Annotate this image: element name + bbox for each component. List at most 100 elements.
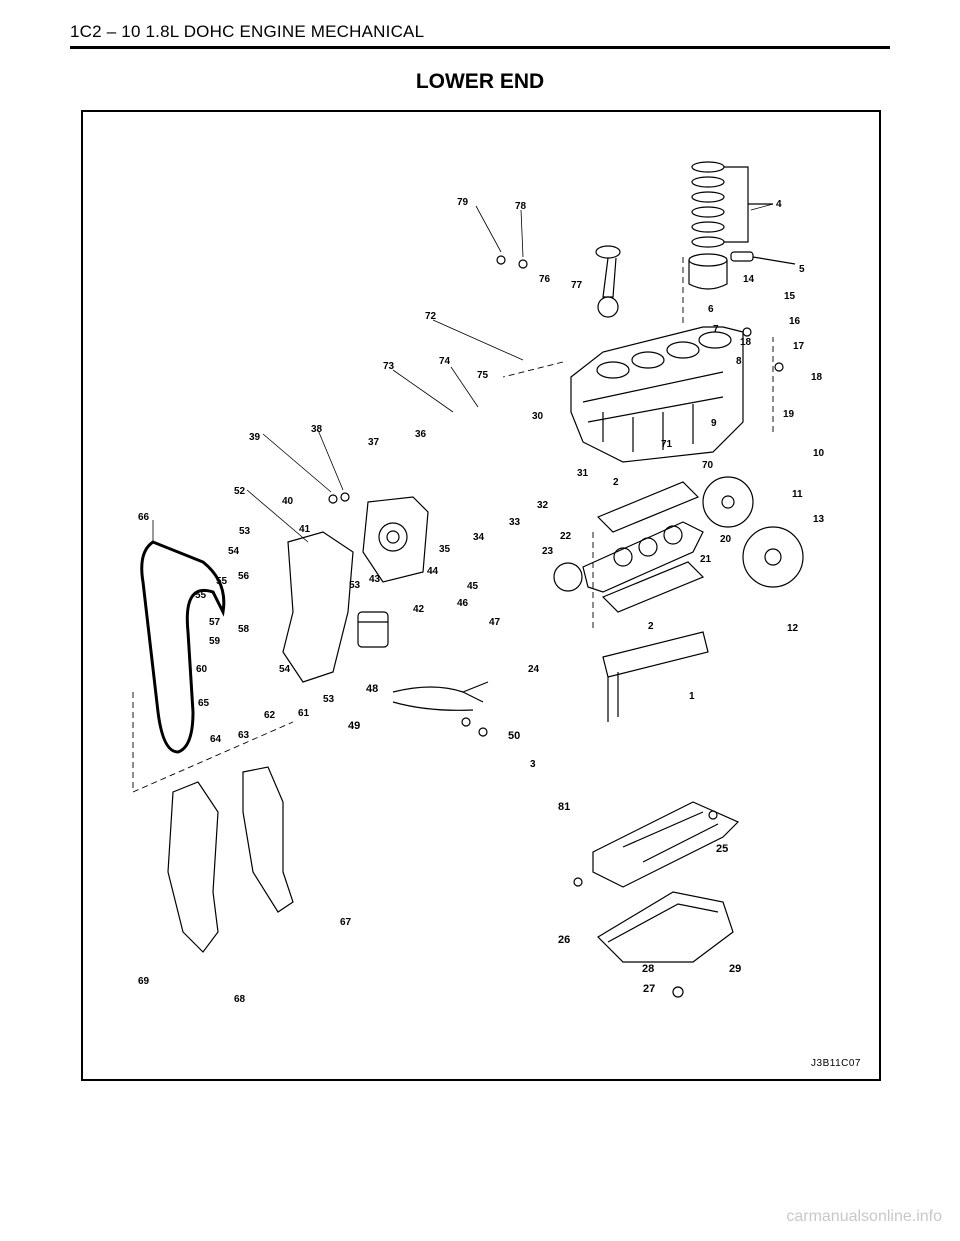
callout-label: 64 xyxy=(210,734,222,745)
timing-cover-illustration xyxy=(282,531,354,683)
callout-label: 58 xyxy=(238,624,250,635)
callout-label: 71 xyxy=(661,439,673,450)
bearing-shells-illustration xyxy=(596,481,705,613)
piston-illustration xyxy=(688,251,796,290)
callout-label: 81 xyxy=(558,801,570,813)
callout-label: 55 xyxy=(195,590,207,601)
callout-label: 28 xyxy=(642,963,654,975)
callout-label: 68 xyxy=(234,994,246,1005)
header-title: 1C2 – 10 1.8L DOHC ENGINE MECHANICAL xyxy=(70,22,425,41)
leader-lines xyxy=(152,203,774,543)
callout-label: 42 xyxy=(413,604,425,615)
callout-label: 50 xyxy=(508,730,520,742)
oil-pickup-tube-illustration xyxy=(392,681,489,711)
callout-label: 63 xyxy=(238,730,250,741)
figure-code: J3B11C07 xyxy=(811,1058,861,1069)
callout-label: 23 xyxy=(542,546,554,557)
callout-label: 5 xyxy=(799,264,805,275)
callout-label: 30 xyxy=(532,411,544,422)
callout-label: 35 xyxy=(439,544,451,555)
callout-label: 8 xyxy=(736,356,742,367)
callout-label: 13 xyxy=(813,514,825,525)
engine-block-illustration xyxy=(570,326,744,463)
callout-label: 1 xyxy=(689,691,695,702)
callout-label: 72 xyxy=(425,311,437,322)
callout-label: 54 xyxy=(279,664,291,675)
oil-pump-housing-illustration xyxy=(362,496,429,583)
callout-label: 61 xyxy=(298,708,310,719)
callout-label: 2 xyxy=(613,477,619,488)
callout-label: 18 xyxy=(740,337,752,348)
callout-label: 70 xyxy=(702,460,714,471)
callout-label: 43 xyxy=(369,574,381,585)
callout-label: 27 xyxy=(643,983,655,995)
callout-label: 73 xyxy=(383,361,395,372)
callout-label: 45 xyxy=(467,581,479,592)
callout-label: 62 xyxy=(264,710,276,721)
callout-label: 15 xyxy=(784,291,796,302)
callout-label: 74 xyxy=(439,356,451,367)
callout-label: 12 xyxy=(787,623,799,634)
callout-label: 21 xyxy=(700,554,712,565)
oil-filter-illustration xyxy=(357,611,389,648)
callout-label: 38 xyxy=(311,424,323,435)
callout-labels: 79 78 76 77 4 5 6 14 15 16 17 18 18 19 7… xyxy=(138,197,825,1005)
callout-label: 54 xyxy=(228,546,240,557)
callout-label: 11 xyxy=(792,489,803,500)
oil-pan-baffle-illustration xyxy=(592,801,740,888)
callout-label: 22 xyxy=(560,531,572,542)
callout-label: 36 xyxy=(415,429,427,440)
flywheel-illustration xyxy=(702,476,804,588)
diagram-frame: 79 78 76 77 4 5 6 14 15 16 17 18 18 19 7… xyxy=(81,110,881,1081)
callout-label: 55 xyxy=(216,576,228,587)
callout-label: 16 xyxy=(789,316,801,327)
callout-label: 18 xyxy=(811,372,823,383)
connecting-rod-illustration xyxy=(595,245,621,318)
callout-label: 34 xyxy=(473,532,485,543)
callout-label: 4 xyxy=(776,199,782,210)
timing-belt-illustration xyxy=(140,540,226,754)
callout-label: 31 xyxy=(577,468,589,479)
callout-label: 44 xyxy=(427,566,439,577)
callout-label: 40 xyxy=(282,496,294,507)
callout-label: 56 xyxy=(238,571,250,582)
callout-label: 52 xyxy=(234,486,246,497)
reference-lines xyxy=(132,257,774,793)
callout-label: 2 xyxy=(648,621,654,632)
page-header: 1C2 – 10 1.8L DOHC ENGINE MECHANICAL xyxy=(70,18,890,49)
callout-label: 37 xyxy=(368,437,380,448)
callout-label: 78 xyxy=(515,201,527,212)
callout-label: 10 xyxy=(813,448,825,459)
callout-label: 66 xyxy=(138,512,150,523)
callout-label: 26 xyxy=(558,934,570,946)
callout-label: 60 xyxy=(196,664,208,675)
callout-label: 47 xyxy=(489,617,501,628)
crankshaft-illustration xyxy=(553,521,704,593)
callout-label: 79 xyxy=(457,197,469,208)
callout-label: 69 xyxy=(138,976,150,987)
callout-label: 65 xyxy=(198,698,210,709)
section-title: LOWER END xyxy=(415,70,545,93)
front-timing-cover-illustration xyxy=(167,766,294,953)
callout-label: 7 xyxy=(713,324,719,335)
callout-label: 59 xyxy=(209,636,221,647)
callout-label: 6 xyxy=(708,304,714,315)
bearing-caps-illustration xyxy=(602,631,709,722)
callout-label: 49 xyxy=(348,720,360,732)
callout-label: 46 xyxy=(457,598,469,609)
callout-label: 3 xyxy=(530,759,536,770)
oil-pan-illustration xyxy=(597,891,734,963)
callout-label: 24 xyxy=(528,664,540,675)
callout-label: 17 xyxy=(793,341,805,352)
watermark: carmanualsonline.info xyxy=(786,1208,942,1225)
callout-label: 53 xyxy=(323,694,335,705)
piston-rings-illustration xyxy=(691,161,773,248)
callout-label: 76 xyxy=(539,274,551,285)
callout-label: 29 xyxy=(729,963,741,975)
fastener-illustrations xyxy=(328,255,784,998)
callout-label: 33 xyxy=(509,517,521,528)
callout-label: 32 xyxy=(537,500,549,511)
exploded-engine-diagram: 79 78 76 77 4 5 6 14 15 16 17 18 18 19 7… xyxy=(132,161,825,1005)
callout-label: 48 xyxy=(366,683,378,695)
callout-label: 39 xyxy=(249,432,261,443)
